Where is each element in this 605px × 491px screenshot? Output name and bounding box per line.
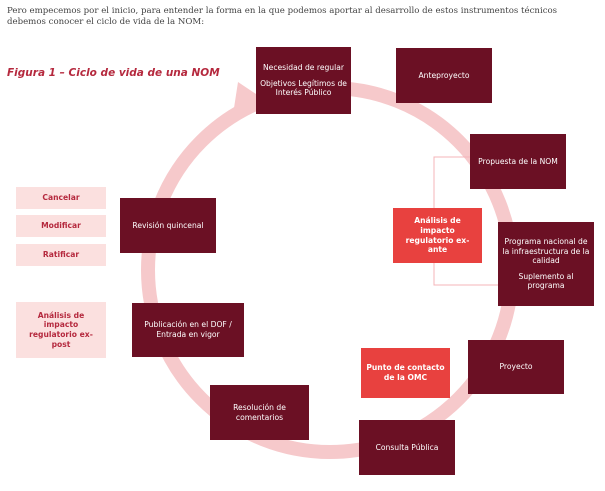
node-consulta-label: Consulta Pública xyxy=(375,442,439,452)
action-modificar: Modificar xyxy=(16,215,106,237)
action-analisis-expost: Análisis de impacto regulatorio ex-post xyxy=(16,302,106,358)
node-proyecto-label: Proyecto xyxy=(499,362,533,372)
node-anteproyecto-label: Anteproyecto xyxy=(418,70,470,80)
node-programa-nacional: Programa nacional de la infraestructura … xyxy=(498,222,594,306)
node-revision-quincenal: Revisión quincenal xyxy=(120,198,216,253)
node-revision-label: Revisión quincenal xyxy=(132,220,204,230)
node-propuesta: Propuesta de la NOM xyxy=(470,134,566,189)
node-consulta-publica: Consulta Pública xyxy=(359,420,455,475)
action-ratificar-label: Ratificar xyxy=(42,250,80,260)
node-programa-title: Programa nacional de la infraestructura … xyxy=(502,237,590,266)
node-propuesta-label: Propuesta de la NOM xyxy=(478,156,558,166)
cycle-ring-track xyxy=(141,81,519,459)
node-resolucion-label: Resolución de comentarios xyxy=(233,402,286,422)
cycle-arrowhead xyxy=(234,82,262,108)
node-programa-subtitle: Suplemento al programa xyxy=(518,271,574,291)
action-cancelar-label: Cancelar xyxy=(42,193,80,203)
node-omc-label: Punto de contacto de la OMC xyxy=(366,363,445,382)
action-ratificar: Ratificar xyxy=(16,244,106,266)
figure-caption: Figura 1 – Ciclo de vida de una NOM xyxy=(7,67,220,79)
node-publicacion-dof: Publicación en el DOF / Entrada en vigor xyxy=(132,303,244,357)
intro-paragraph: Pero empecemos por el inicio, para enten… xyxy=(7,6,558,27)
node-resolucion-comentarios: Resolución de comentarios xyxy=(210,385,309,440)
node-proyecto: Proyecto xyxy=(468,340,564,394)
node-anteproyecto: Anteproyecto xyxy=(396,48,492,103)
node-necesidad-title: Necesidad de regular xyxy=(262,63,345,73)
node-publicacion-label: Publicación en el DOF / Entrada en vigor xyxy=(144,320,232,339)
action-modificar-label: Modificar xyxy=(41,221,81,231)
node-necesidad-subtitle: Objetivos Legítimos de Interés Público xyxy=(260,78,347,98)
action-expost-label: Análisis de impacto regulatorio ex-post xyxy=(29,310,93,349)
node-necesidad-regular: Necesidad de regular Objetivos Legítimos… xyxy=(256,47,351,114)
node-exante-label: Análisis de impacto regulatorio ex-ante xyxy=(405,216,470,255)
node-analisis-exante: Análisis de impacto regulatorio ex-ante xyxy=(393,208,482,263)
action-cancelar: Cancelar xyxy=(16,187,106,209)
node-punto-contacto-omc: Punto de contacto de la OMC xyxy=(361,348,450,398)
